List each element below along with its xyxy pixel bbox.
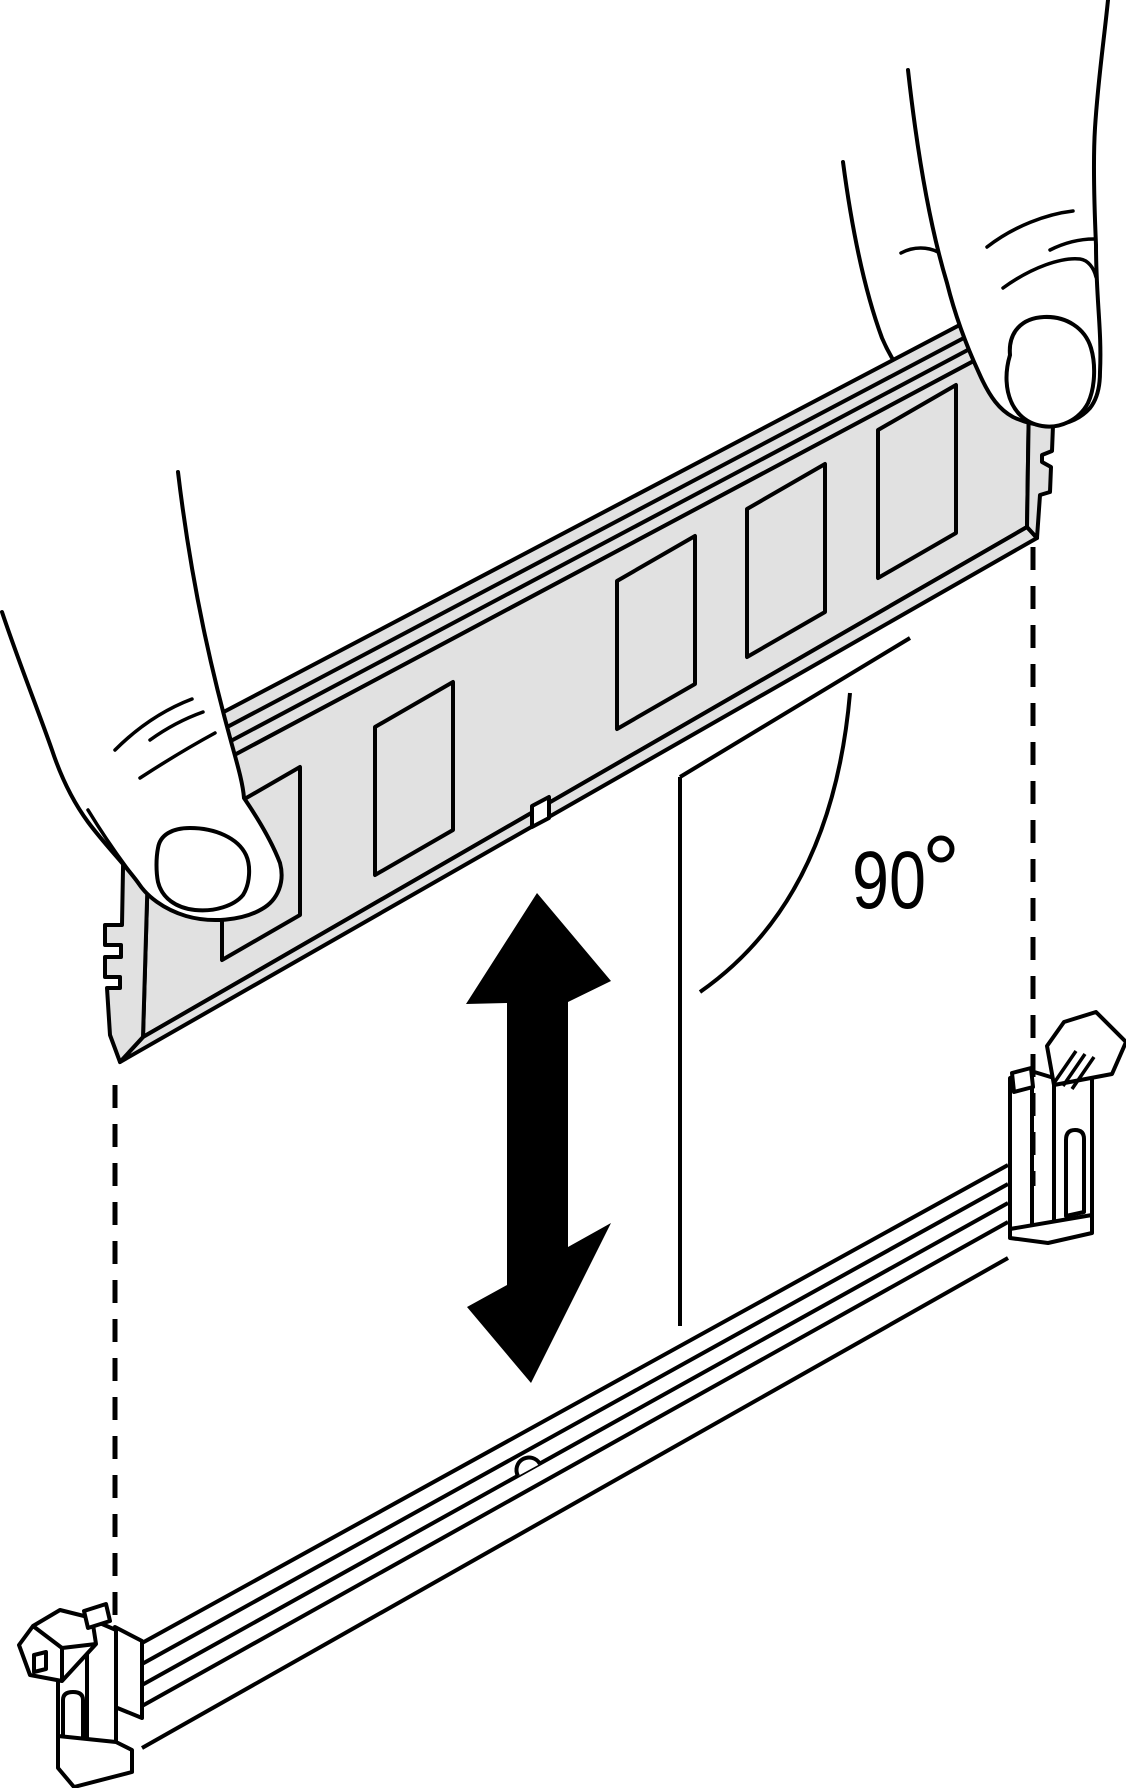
memory-slot [17, 1010, 1126, 1788]
module-chip-4 [745, 462, 827, 659]
retention-latch-right [1008, 1010, 1126, 1245]
index-finger-wrinkle [899, 246, 940, 255]
slot-key-bump [514, 1455, 542, 1477]
slot-rails [141, 1163, 1009, 1750]
module-key-notch [530, 795, 551, 829]
left-finger-wrinkles [113, 697, 217, 780]
left-finger [0, 420, 284, 922]
left-finger-crease [86, 808, 141, 886]
module-chip-5 [876, 383, 958, 580]
left-fingernail [154, 825, 252, 913]
alignment-dashed-lines [112, 547, 1036, 1618]
right-finger-wrinkles [985, 209, 1098, 290]
angle-ray [678, 636, 912, 779]
module-chip-2 [373, 680, 455, 877]
angle-label: 90 [852, 835, 926, 926]
module-chip-3 [615, 534, 697, 731]
up-down-arrow [466, 893, 611, 1383]
retention-latch-left [17, 1602, 144, 1788]
right-finger [886, 0, 1110, 429]
degree-symbol [927, 835, 955, 863]
angle-90-group: 90 [678, 636, 955, 1326]
angle-arc [698, 692, 852, 994]
right-fingernail [1004, 314, 1097, 429]
slot-bar [142, 1165, 1008, 1748]
